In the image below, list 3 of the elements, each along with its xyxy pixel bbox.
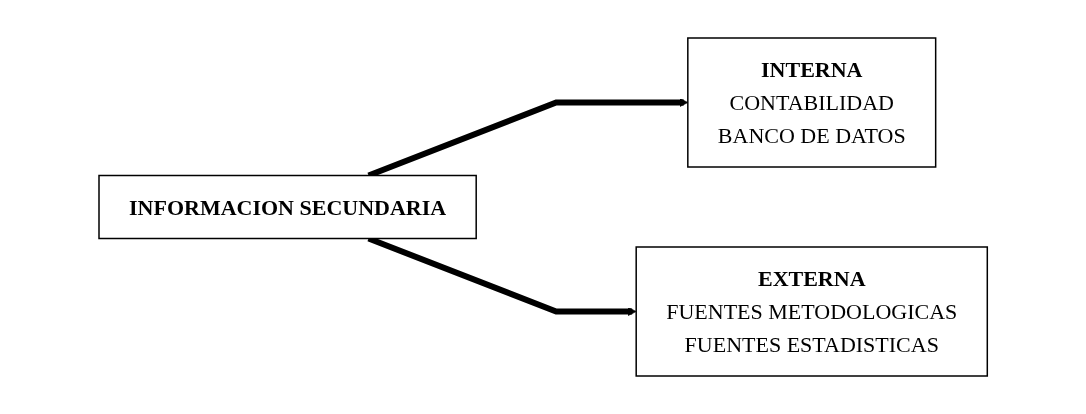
node-box: INTERNA CONTABILIDAD BANCO DE DATOS (686, 37, 937, 168)
node-box: INFORMACION SECUNDARIA (98, 174, 477, 240)
node-box: EXTERNA FUENTES METODOLOGICAS FUENTES ESTADISTICAS (635, 246, 988, 377)
